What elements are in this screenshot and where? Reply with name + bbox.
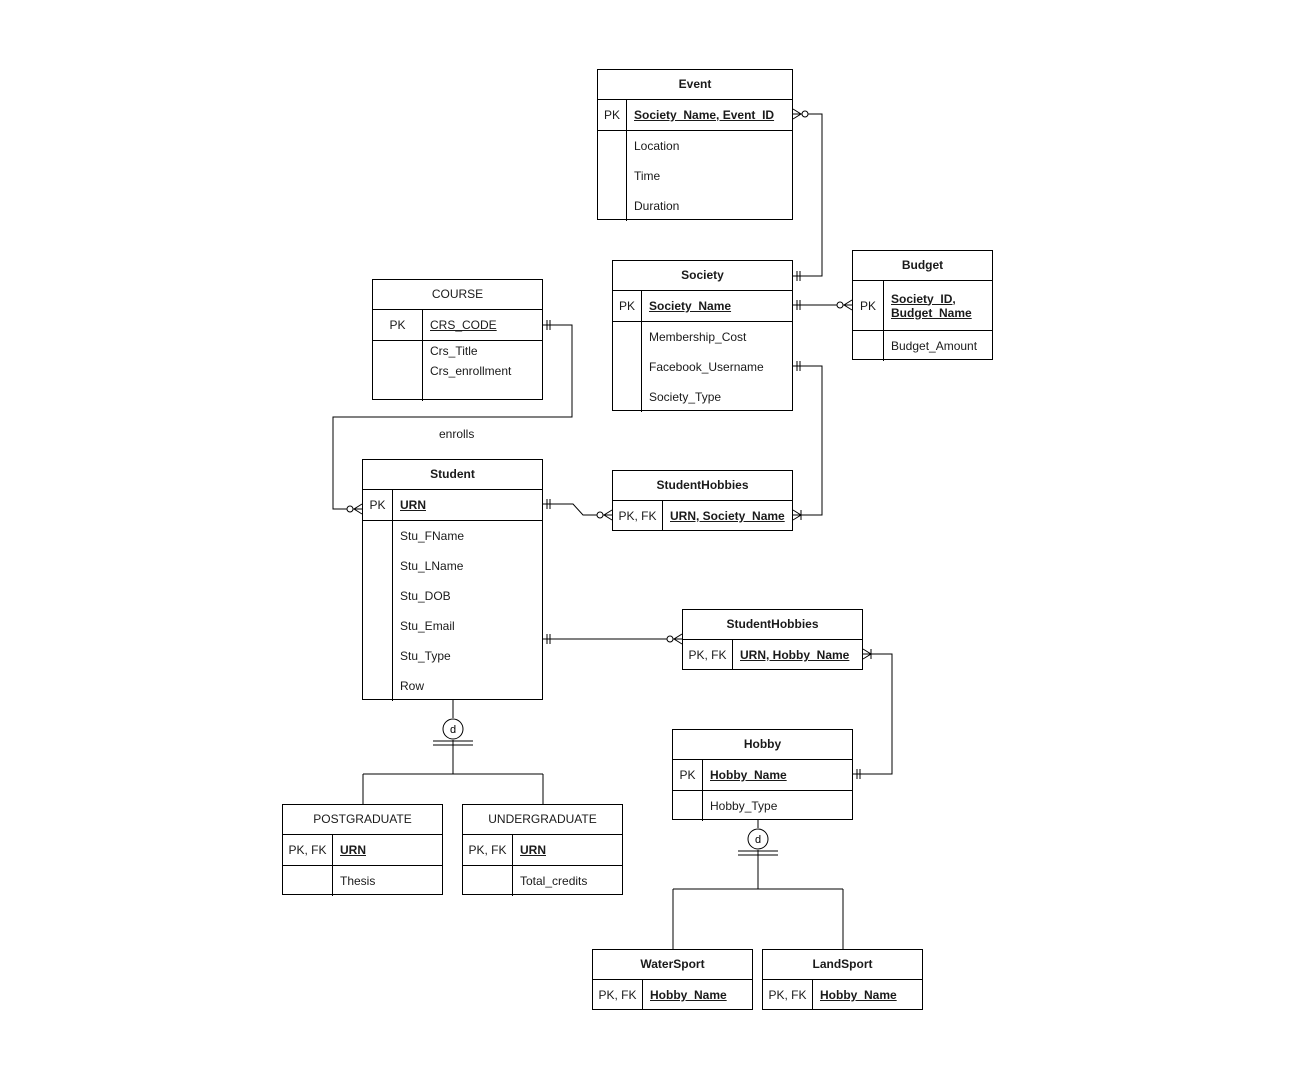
entity-budget[interactable]: Budget PK Society_ID, Budget_Name Budget…: [852, 250, 993, 361]
relationship-label-enrolls: enrolls: [439, 427, 475, 441]
primary-key: URN, Society_Name: [670, 509, 785, 523]
primary-key-part: Society_ID,: [891, 291, 956, 306]
pk-label: PK: [598, 100, 627, 130]
entity-postgraduate[interactable]: POSTGRADUATE PK, FK URN Thesis: [282, 804, 443, 896]
attribute: Budget_Amount: [891, 339, 978, 353]
rel-course-student: [332, 324, 573, 510]
attribute: Society_Type: [649, 390, 722, 404]
entity-title: StudentHobbies: [683, 610, 862, 640]
pk-label: PK, FK: [283, 835, 333, 865]
pk-label: PK: [373, 310, 423, 340]
entity-hobby[interactable]: Hobby PK Hobby_Name Hobby_Type: [672, 729, 853, 821]
attribute: Duration: [634, 199, 680, 213]
rel-society-studenthobbies: [793, 365, 823, 516]
entity-undergraduate[interactable]: UNDERGRADUATE PK, FK URN Total_credits: [462, 804, 623, 896]
attribute: Membership_Cost: [649, 330, 747, 344]
student-specialization-lines: [362, 700, 544, 805]
primary-key: URN: [400, 498, 426, 512]
student-disjoint-circle: [442, 718, 464, 740]
entity-course[interactable]: COURSE PK CRS_CODE Crs_Title Crs_enrollm…: [372, 279, 543, 401]
attribute: Stu_FName: [400, 529, 465, 543]
entity-student[interactable]: Student PK URN Stu_FName Stu_LName Stu_D…: [362, 459, 543, 701]
attribute: Stu_Email: [400, 619, 455, 633]
attribute: Hobby_Type: [710, 799, 778, 813]
pk-label: PK, FK: [613, 501, 663, 531]
entity-title: Budget: [853, 251, 992, 281]
entity-society[interactable]: Society PK Society_Name Membership_Cost …: [612, 260, 793, 412]
entity-event[interactable]: Event PK Society_Name, Event_ID Location…: [597, 69, 793, 221]
primary-key: URN: [520, 843, 546, 857]
entity-title: POSTGRADUATE: [283, 805, 442, 835]
rel-event-society: [793, 113, 823, 277]
pk-label: PK, FK: [463, 835, 513, 865]
attribute: Facebook_Username: [649, 360, 764, 374]
attribute: Crs_Title: [430, 344, 478, 358]
primary-key-part: Budget_Name: [891, 305, 972, 320]
primary-key: URN, Hobby_Name: [740, 648, 850, 662]
rel-studenthobbies-hobby: [853, 653, 893, 775]
entity-title: COURSE: [373, 280, 542, 310]
pk-label: PK, FK: [683, 640, 733, 670]
pk-label: PK: [853, 281, 884, 330]
entity-title: Event: [598, 70, 792, 100]
entity-student-hobbies-hobby[interactable]: StudentHobbies PK, FK URN, Hobby_Name: [682, 609, 863, 670]
attribute: Stu_DOB: [400, 589, 451, 603]
primary-key: Hobby_Name: [710, 768, 787, 782]
primary-key: Society_Name: [649, 299, 732, 313]
attribute: Time: [634, 169, 661, 183]
attribute: Row: [400, 679, 425, 693]
attribute: Crs_enrollment: [430, 364, 512, 378]
primary-key: Society_Name, Event_ID: [634, 108, 775, 122]
hobby-specialization-lines: [672, 820, 844, 950]
attribute: Location: [634, 139, 680, 153]
entity-title: StudentHobbies: [613, 471, 792, 501]
primary-key: URN: [340, 843, 366, 857]
entity-title: Hobby: [673, 730, 852, 760]
attribute: Stu_LName: [400, 559, 464, 573]
entity-title: Student: [363, 460, 542, 490]
pk-label: PK: [363, 490, 393, 520]
entity-title: UNDERGRADUATE: [463, 805, 622, 835]
pk-label: PK: [613, 291, 642, 321]
pk-label: PK, FK: [593, 980, 643, 1010]
entity-watersport[interactable]: WaterSport PK, FK Hobby_Name: [592, 949, 753, 1010]
hobby-disjoint-circle: [747, 828, 769, 850]
attribute: Total_credits: [520, 874, 588, 888]
primary-key: Hobby_Name: [820, 988, 897, 1002]
attribute: Stu_Type: [400, 649, 451, 663]
student-disjoint-symbol: d: [450, 724, 456, 736]
primary-key: Hobby_Name: [650, 988, 727, 1002]
entity-title: WaterSport: [593, 950, 752, 980]
primary-key: CRS_CODE: [430, 318, 497, 332]
entity-title: LandSport: [763, 950, 922, 980]
pk-label: PK, FK: [763, 980, 813, 1010]
entity-title: Society: [613, 261, 792, 291]
hobby-disjoint-symbol: d: [755, 834, 761, 846]
entity-student-hobbies-society[interactable]: StudentHobbies PK, FK URN, Society_Name: [612, 470, 793, 531]
pk-label: PK: [673, 760, 703, 790]
entity-landsport[interactable]: LandSport PK, FK Hobby_Name: [762, 949, 923, 1010]
attribute: Thesis: [340, 874, 376, 888]
